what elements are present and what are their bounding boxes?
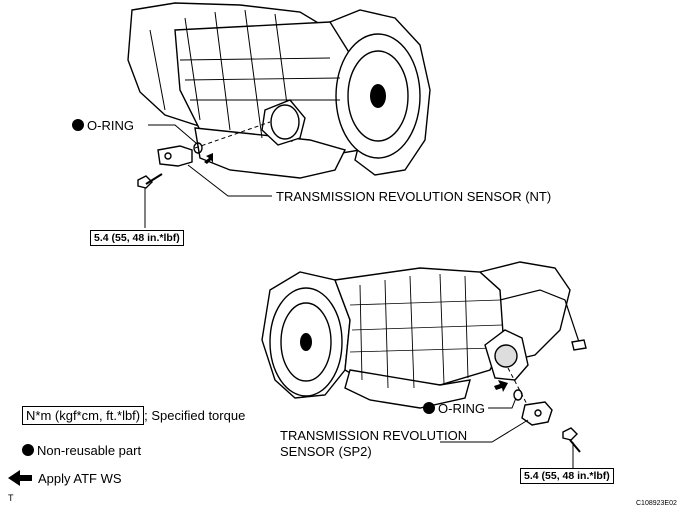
torque-top-box: 5.4 (55, 48 in.*lbf): [90, 230, 184, 247]
transmission-bottom-drawing: [261, 261, 587, 453]
torque-bottom-box: 5.4 (55, 48 in.*lbf): [520, 468, 614, 485]
leader-lines-bottom: [440, 397, 574, 468]
apply-arrow-bottom-icon: [494, 380, 508, 392]
leader-lines-top: [144, 124, 272, 228]
figure-code: C108923E02: [636, 500, 677, 507]
legend-torque: N*m (kgf*cm, ft.*lbf); Specified torque: [22, 406, 246, 425]
nonreusable-dot-icon: [72, 119, 84, 131]
legend-apply: Apply ATF WS: [38, 471, 122, 486]
apply-arrow-legend-icon: [8, 470, 32, 486]
nonreusable-dot-icon: [423, 402, 435, 414]
apply-arrow-top-icon: [204, 153, 213, 164]
corner-mark: T: [8, 493, 14, 503]
legend-torque-text: ; Specified torque: [144, 408, 246, 423]
oring-bottom-label: O-RING: [423, 402, 485, 415]
legend-nonreusable: Non-reusable part: [22, 444, 141, 457]
transmission-top-drawing: [127, 2, 431, 189]
legend-torque-box: N*m (kgf*cm, ft.*lbf): [22, 406, 145, 425]
sensor-sp2-label-line2: SENSOR (SP2): [280, 444, 372, 459]
sensor-nt-label: TRANSMISSION REVOLUTION SENSOR (NT): [276, 189, 552, 204]
sensor-sp2-label-line1: TRANSMISSION REVOLUTION: [280, 428, 468, 443]
nonreusable-legend-dot-icon: [22, 444, 34, 456]
oring-top-label: O-RING: [72, 119, 134, 132]
